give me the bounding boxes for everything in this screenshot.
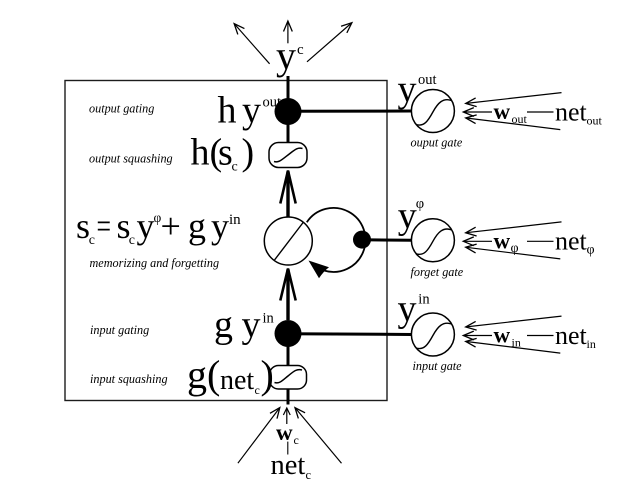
svg-text:φ: φ bbox=[154, 210, 162, 225]
svg-text:net: net bbox=[555, 227, 588, 256]
svg-text:input squashing: input squashing bbox=[90, 372, 168, 386]
svg-text:φ: φ bbox=[511, 241, 519, 256]
svg-text:net: net bbox=[555, 97, 588, 126]
svg-text:memorizing and forgetting: memorizing and forgetting bbox=[90, 256, 220, 270]
svg-text:input gating: input gating bbox=[90, 323, 149, 337]
svg-text:w: w bbox=[494, 228, 511, 253]
svg-text:out: out bbox=[263, 95, 282, 111]
svg-text:out: out bbox=[512, 112, 528, 126]
svg-text:c: c bbox=[232, 160, 238, 175]
svg-text:y: y bbox=[137, 206, 155, 246]
svg-text:forget gate: forget gate bbox=[411, 265, 464, 279]
svg-text:output squashing: output squashing bbox=[89, 152, 173, 166]
svg-text:c: c bbox=[129, 233, 135, 248]
svg-text:y: y bbox=[398, 195, 417, 237]
svg-text:c: c bbox=[294, 433, 299, 447]
svg-text:input gate: input gate bbox=[413, 359, 463, 373]
svg-text:y: y bbox=[242, 304, 261, 346]
svg-text:=: = bbox=[97, 206, 112, 246]
svg-text:net: net bbox=[555, 321, 588, 350]
svg-text:w: w bbox=[494, 323, 511, 348]
svg-text:h(: h( bbox=[191, 132, 223, 174]
svg-text:output gating: output gating bbox=[89, 101, 154, 115]
svg-text:): ) bbox=[261, 352, 274, 397]
svg-text:g(: g( bbox=[187, 352, 220, 397]
svg-text:c: c bbox=[89, 233, 95, 248]
svg-text:net: net bbox=[271, 450, 306, 481]
svg-text:g: g bbox=[188, 206, 206, 246]
svg-text:in: in bbox=[229, 212, 241, 228]
svg-text:out: out bbox=[587, 114, 603, 128]
svg-text:s: s bbox=[117, 206, 131, 246]
svg-text:s: s bbox=[76, 206, 90, 246]
svg-text:w: w bbox=[494, 99, 511, 124]
svg-text:in: in bbox=[512, 336, 521, 350]
svg-text:in: in bbox=[587, 337, 596, 351]
svg-text:s: s bbox=[218, 132, 233, 174]
svg-text:y: y bbox=[211, 206, 229, 246]
svg-text:in: in bbox=[418, 292, 430, 308]
svg-text:g: g bbox=[214, 304, 233, 346]
svg-text:+: + bbox=[161, 206, 181, 246]
svg-text:h: h bbox=[218, 90, 237, 132]
svg-text:y: y bbox=[398, 69, 417, 111]
svg-text:c: c bbox=[306, 468, 312, 482]
svg-text:y: y bbox=[242, 90, 261, 132]
svg-text:w: w bbox=[276, 420, 293, 445]
svg-text:): ) bbox=[242, 132, 255, 174]
svg-text:y: y bbox=[276, 33, 296, 78]
svg-text:y: y bbox=[398, 288, 417, 330]
svg-text:in: in bbox=[263, 311, 275, 327]
svg-text:net: net bbox=[220, 365, 254, 396]
svg-text:c: c bbox=[255, 383, 260, 397]
svg-text:φ: φ bbox=[416, 196, 424, 212]
svg-text:c: c bbox=[297, 42, 304, 58]
svg-text:out: out bbox=[418, 72, 437, 88]
svg-text:ouput gate: ouput gate bbox=[411, 136, 463, 150]
svg-text:φ: φ bbox=[587, 243, 595, 258]
